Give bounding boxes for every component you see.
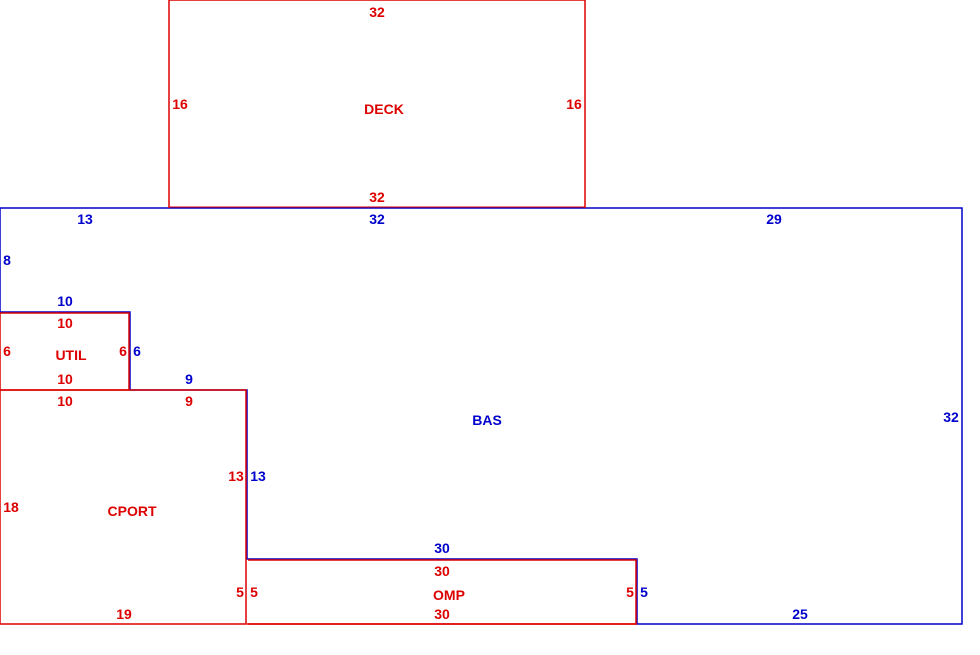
omp-left-dim: 5	[250, 584, 258, 600]
bas-util-top-dim: 10	[57, 293, 73, 309]
cport-area-label: CPORT	[108, 503, 157, 519]
deck-area-label: DECK	[364, 101, 404, 117]
cport-top-b-dim: 9	[185, 393, 193, 409]
omp-area-label: OMP	[433, 587, 465, 603]
bas-cport-right-dim: 13	[250, 468, 266, 484]
bas-omp-right-dim: 5	[640, 584, 648, 600]
cport-left-dim: 18	[3, 499, 19, 515]
omp-top-dim: 30	[434, 563, 450, 579]
cport-outline	[0, 389, 247, 625]
util-left-dim: 6	[3, 343, 11, 359]
bas-top-a-dim: 13	[77, 211, 93, 227]
bas-util-right-dim: 6	[133, 343, 141, 359]
bas-top-c-dim: 29	[766, 211, 782, 227]
deck-right-dim: 16	[566, 96, 582, 112]
bas-cport-top-dim: 9	[185, 371, 193, 387]
deck-left-dim: 16	[172, 96, 188, 112]
bas-area-label: BAS	[472, 412, 502, 428]
bas-right-dim: 32	[943, 409, 959, 425]
util-top-dim: 10	[57, 315, 73, 331]
deck-top-dim: 32	[369, 4, 385, 20]
util-area-label: UTIL	[55, 347, 87, 363]
deck-bottom-dim: 32	[369, 189, 385, 205]
cport-top-a-dim: 10	[57, 393, 73, 409]
cport-right-dim: 13	[228, 468, 244, 484]
deck-outline	[168, 0, 586, 208]
omp-bottom-dim: 30	[434, 606, 450, 622]
cport-bottom-dim: 19	[116, 606, 132, 622]
util-right-dim: 6	[119, 343, 127, 359]
bas-left-dim: 8	[3, 252, 11, 268]
util-bottom-dim: 10	[57, 371, 73, 387]
bas-outline	[0, 207, 963, 625]
bas-top-b-dim: 32	[369, 211, 385, 227]
omp-right-dim: 5	[626, 584, 634, 600]
cport-right-b-dim: 5	[236, 584, 244, 600]
bas-omp-top-dim: 30	[434, 540, 450, 556]
bas-bottom-dim: 25	[792, 606, 808, 622]
